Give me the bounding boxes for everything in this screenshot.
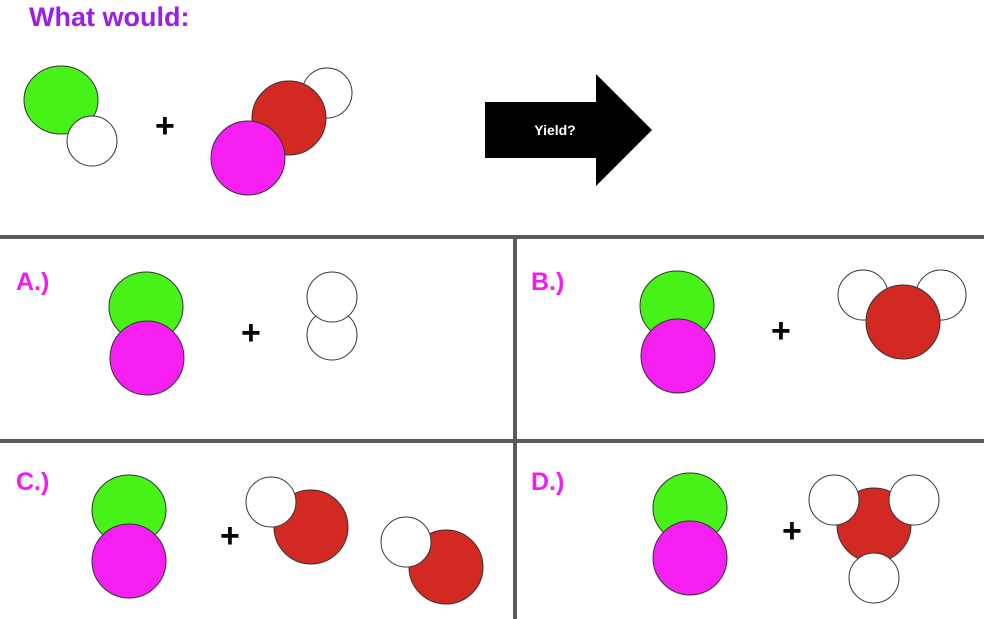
red-atom (865, 284, 941, 360)
plus-sign: + (782, 512, 802, 550)
question-title: What would: (29, 2, 190, 32)
magenta-atom (210, 120, 286, 196)
plus-sign: + (155, 107, 175, 145)
arrow-label: Yield? (534, 122, 576, 138)
white-atom (380, 516, 432, 568)
vertical-divider (513, 235, 517, 619)
white-atom (306, 271, 358, 323)
white-atom (808, 474, 860, 526)
magenta-atom (91, 523, 167, 599)
yield-arrow: Yield? (485, 74, 652, 186)
option-a-molecules (108, 271, 358, 396)
plus-sign: + (771, 312, 791, 350)
green-atom (23, 65, 99, 135)
magenta-atom (640, 318, 716, 394)
horizontal-divider-top (0, 235, 984, 239)
reactant-molecule-1 (23, 65, 118, 167)
magenta-atom (652, 520, 728, 596)
white-atom (888, 474, 940, 526)
white-atom (66, 115, 118, 167)
option-a-label[interactable]: A.) (16, 268, 50, 296)
white-atom (848, 552, 900, 604)
arrow-shape (485, 74, 652, 186)
plus-sign: + (241, 314, 261, 352)
option-b-molecules (639, 269, 967, 394)
magenta-atom (109, 320, 185, 396)
option-c-molecules (91, 474, 484, 605)
reactant-molecule-2 (210, 67, 353, 196)
plus-sign: + (220, 517, 240, 555)
option-d-label[interactable]: D.) (531, 468, 565, 496)
white-atom (245, 476, 297, 528)
option-d-molecules (652, 472, 940, 604)
horizontal-divider-middle (0, 439, 984, 443)
option-c-label[interactable]: C.) (16, 468, 50, 496)
option-b-label[interactable]: B.) (531, 268, 565, 296)
